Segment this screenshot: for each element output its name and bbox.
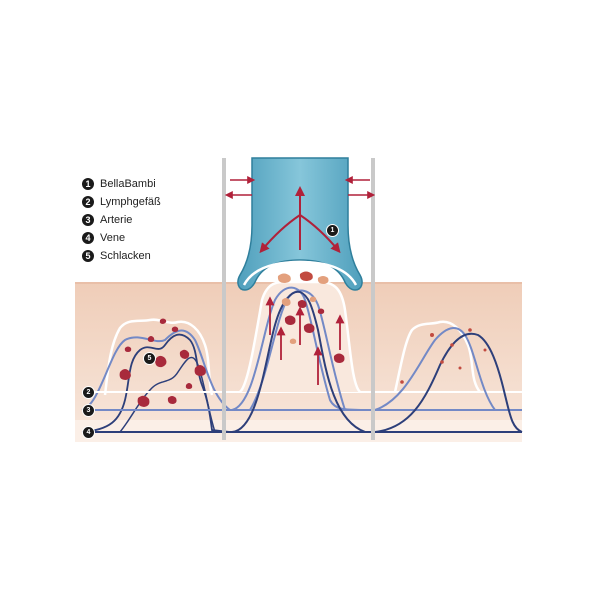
artery-middle	[231, 286, 366, 411]
lymph-vessel-right	[393, 320, 482, 393]
legend-number: 5	[82, 250, 94, 262]
legend-item-vein: 4 Vene	[82, 229, 161, 247]
suction-arrows-device	[259, 186, 341, 254]
divider-left	[222, 158, 226, 440]
legend-label: Lymphgefäß	[100, 196, 161, 208]
legend-item-lymph: 2 Lymphgefäß	[82, 193, 161, 211]
legend-label: Vene	[100, 232, 126, 244]
device-rim	[242, 260, 358, 286]
marker-device: 1	[326, 224, 339, 237]
legend-label: BellaBambi	[100, 178, 156, 190]
legend-number: 3	[82, 214, 94, 226]
marker-lymph: 2	[82, 386, 95, 399]
legend: 1 BellaBambi 2 Lymphgefäß 3 Arterie 4 Ve…	[82, 175, 161, 265]
marker-vein: 4	[82, 426, 95, 439]
artery-right	[374, 327, 522, 411]
marker-slag: 5	[143, 352, 156, 365]
vein-left	[81, 333, 231, 433]
slag-right	[400, 328, 487, 384]
legend-number: 2	[82, 196, 94, 208]
vein-right	[374, 332, 523, 433]
legend-number: 4	[82, 232, 94, 244]
divider-right	[371, 158, 375, 440]
suction-arrows-tissue	[265, 296, 345, 385]
artery-left	[81, 329, 231, 411]
legend-number: 1	[82, 178, 94, 190]
legend-item-bellabambi: 1 BellaBambi	[82, 175, 161, 193]
pressure-arrows	[224, 176, 376, 199]
marker-artery: 3	[82, 404, 95, 417]
legend-item-artery: 3 Arterie	[82, 211, 161, 229]
legend-item-slag: 5 Schlacken	[82, 247, 161, 265]
slag-left	[119, 318, 206, 407]
legend-label: Schlacken	[100, 250, 151, 262]
legend-label: Arterie	[100, 214, 133, 226]
artery-middle-2	[249, 289, 346, 411]
vein-middle	[231, 290, 366, 433]
slag-middle	[277, 271, 345, 363]
